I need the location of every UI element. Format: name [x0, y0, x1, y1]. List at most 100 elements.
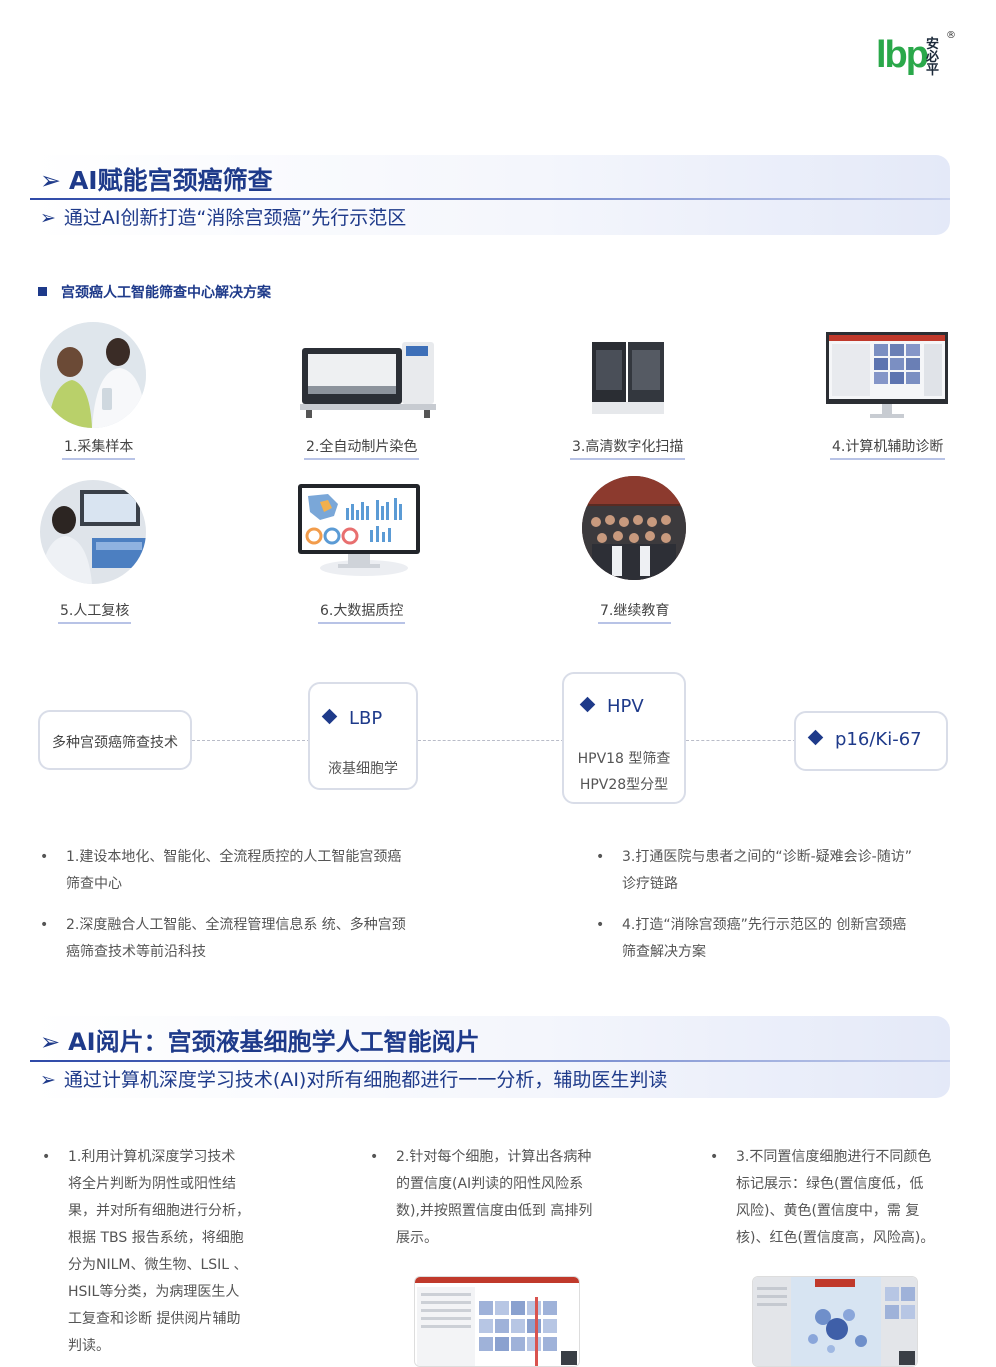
list-item-line: 将全片判断为阴性或阳性结 — [68, 1176, 236, 1192]
tech-root-node: 多种宫颈癌筛查技术 — [38, 710, 192, 770]
ai-point-3: • 3.不同置信度细胞进行不同颜色 标记展示：绿色(置信度低，低 风险)、黄色(… — [706, 1144, 966, 1252]
logo-mark: lbp — [876, 34, 929, 76]
ai-reading-software-screenshot — [414, 1276, 580, 1367]
tech-node-hpv: HPV HPV18 型筛查 HPV28型分型 — [562, 672, 686, 804]
list-item-line: 数),并按照置信度由低到 高排列 — [396, 1203, 593, 1219]
tech-title-text: p16/Ki-67 — [835, 729, 922, 750]
ai-cell-marking-screenshot — [752, 1276, 918, 1367]
list-item-line: 根据 TBS 报告系统，将细胞 — [68, 1230, 244, 1246]
list-item-line: 癌筛查技术等前沿科技 — [66, 944, 206, 960]
registered-mark: ® — [946, 30, 956, 41]
list-item-line: 3.不同置信度细胞进行不同颜色 — [736, 1149, 932, 1165]
logo-chinese-name: 安必平 — [926, 37, 940, 78]
connector-line — [418, 740, 564, 741]
list-item-line: 3.打通医院与患者之间的“诊断-疑难会诊-随访” — [622, 849, 912, 865]
bullet-list-left: • 1.建设本地化、智能化、全流程质控的人工智能宫颈癌筛查中心 • 2.深度融合人工… — [38, 844, 478, 966]
section-subtitle: ➢ 通过AI创新打造“消除宫颈癌”先行示范区 — [40, 203, 406, 230]
diamond-icon — [321, 708, 338, 725]
list-item: • 4.打造“消除宫颈癌”先行示范区的 创新宫颈癌筛查解决方案 — [594, 912, 974, 966]
list-item-line: 展示。 — [396, 1230, 438, 1246]
arrow-icon: ➢ — [40, 207, 56, 229]
list-item-line: 标记展示：绿色(置信度低，低 — [736, 1176, 924, 1192]
list-item: • 3.不同置信度细胞进行不同颜色 标记展示：绿色(置信度低，低 风险)、黄色(… — [706, 1144, 966, 1252]
auto-stainer-machine-image — [298, 340, 438, 420]
step-label: 6.大数据质控 — [318, 600, 406, 624]
ai-point-2: • 2.针对每个细胞，计算出各病种 的置信度(AI判读的阳性风险系 数),并按照… — [366, 1144, 626, 1252]
section-subtitle-text: 通过AI创新打造“消除宫颈癌”先行示范区 — [63, 207, 407, 229]
diamond-icon — [579, 696, 596, 713]
arrow-icon: ➢ — [40, 1069, 56, 1091]
list-item-line: 2.针对每个细胞，计算出各病种 — [396, 1149, 592, 1165]
list-item-line: 1.利用计算机深度学习技术 — [68, 1149, 236, 1165]
list-item-line: 4.打造“消除宫颈癌”先行示范区的 创新宫颈癌 — [622, 917, 907, 933]
section-banner-ai-reading: ➢AI阅片：宫颈液基细胞学人工智能阅片 ➢通过计算机深度学习技术(AI)对所有细… — [30, 1016, 950, 1098]
divider — [30, 1060, 950, 1062]
bullet-icon: • — [42, 1149, 51, 1165]
list-item-line: 诊疗链路 — [622, 876, 678, 892]
solution-heading-text: 宫颈癌人工智能筛查中心解决方案 — [61, 285, 271, 301]
list-item-line: 的置信度(AI判读的阳性风险系 — [396, 1176, 584, 1192]
arrow-icon: ➢ — [40, 166, 61, 195]
list-item-line: 2.深度融合人工智能、全流程管理信息系 统、多种宫颈 — [66, 917, 406, 933]
solution-heading: 宫颈癌人工智能筛查中心解决方案 — [38, 282, 271, 302]
step-label: 2.全自动制片染色 — [304, 436, 420, 460]
section-title-text: AI赋能宫颈癌筛查 — [68, 166, 273, 195]
bullet-icon: • — [370, 1149, 379, 1165]
list-item-line: 风险)、黄色(置信度中，需 复 — [736, 1203, 920, 1219]
step-label: 1.采集样本 — [62, 436, 136, 460]
divider — [30, 198, 950, 200]
section-title: ➢AI赋能宫颈癌筛查 — [40, 161, 273, 197]
diagnosis-monitor-image — [826, 332, 948, 420]
big-data-dashboard-image — [298, 484, 420, 576]
sample-collection-photo — [40, 322, 146, 428]
list-item-line: HSIL等分类，为病理医生人 — [68, 1284, 240, 1300]
bullet-icon: • — [40, 917, 49, 933]
list-item-line: 1.建设本地化、智能化、全流程质控的人工智能宫颈癌 — [66, 849, 402, 865]
connector-line — [192, 740, 310, 741]
manual-review-photo — [40, 480, 146, 584]
section-subtitle-text: 通过计算机深度学习技术(AI)对所有细胞都进行一一分析，辅助医生判读 — [63, 1069, 668, 1091]
list-item-line: 工复查和诊断 提供阅片辅助 — [68, 1311, 241, 1327]
tech-title-text: HPV — [607, 696, 644, 717]
tech-subtitle-2: HPV28型分型 — [579, 777, 669, 793]
step-label: 5.人工复核 — [58, 600, 132, 624]
tech-title: p16/Ki-67 — [807, 729, 922, 750]
bullet-icon: • — [710, 1149, 719, 1165]
diamond-icon — [807, 729, 824, 746]
step-label: 4.计算机辅助诊断 — [830, 436, 946, 460]
tech-node-lbp: LBP 液基细胞学 — [308, 682, 418, 790]
list-item: • 3.打通医院与患者之间的“诊断-疑难会诊-随访” 诊疗链路 — [594, 844, 974, 898]
list-item-line: 核)、红色(置信度高，风险高)。 — [736, 1230, 935, 1246]
ai-point-1: • 1.利用计算机深度学习技术 将全片判断为阴性或阳性结 果，并对所有细胞进行分… — [38, 1144, 278, 1360]
tech-node-p16: p16/Ki-67 — [794, 711, 948, 771]
list-item-line: 果，并对所有细胞进行分析， — [68, 1203, 250, 1219]
tech-subtitle: 液基细胞学 — [328, 761, 398, 777]
tech-title: LBP — [321, 708, 383, 729]
list-item-line: 分为NILM、微生物、LSIL 、 — [68, 1257, 248, 1273]
digital-scanner-image — [590, 340, 666, 416]
list-item-line: 判读。 — [68, 1338, 110, 1354]
section-title: ➢AI阅片：宫颈液基细胞学人工智能阅片 — [40, 1022, 480, 1057]
company-logo: lbp 安必平 ® — [876, 30, 956, 80]
step-label: 3.高清数字化扫描 — [570, 436, 686, 460]
tech-root-label: 多种宫颈癌筛查技术 — [52, 735, 178, 751]
connector-line — [686, 740, 796, 741]
bullet-icon: • — [596, 849, 605, 865]
step-label: 7.继续教育 — [598, 600, 672, 624]
bullet-icon: • — [596, 917, 605, 933]
tech-title: HPV — [579, 696, 644, 717]
section-title-text: AI阅片：宫颈液基细胞学人工智能阅片 — [68, 1028, 480, 1056]
bullet-icon: • — [40, 849, 49, 865]
list-item-line: 筛查中心 — [66, 876, 122, 892]
list-item-line: 筛查解决方案 — [622, 944, 706, 960]
tech-subtitle-1: HPV18 型筛查 — [577, 751, 671, 767]
list-item: • 1.建设本地化、智能化、全流程质控的人工智能宫颈癌筛查中心 — [38, 844, 478, 898]
tech-title-text: LBP — [349, 708, 383, 729]
education-group-photo — [582, 476, 686, 580]
bullet-list-right: • 3.打通医院与患者之间的“诊断-疑难会诊-随访” 诊疗链路 • 4.打造“消除宫颈… — [594, 844, 974, 966]
arrow-icon: ➢ — [40, 1028, 61, 1056]
list-item: • 2.针对每个细胞，计算出各病种 的置信度(AI判读的阳性风险系 数),并按照… — [366, 1144, 626, 1252]
square-bullet-icon — [38, 287, 47, 296]
section-subtitle: ➢ 通过计算机深度学习技术(AI)对所有细胞都进行一一分析，辅助医生判读 — [40, 1065, 667, 1092]
list-item: • 2.深度融合人工智能、全流程管理信息系 统、多种宫颈癌筛查技术等前沿科技 — [38, 912, 478, 966]
